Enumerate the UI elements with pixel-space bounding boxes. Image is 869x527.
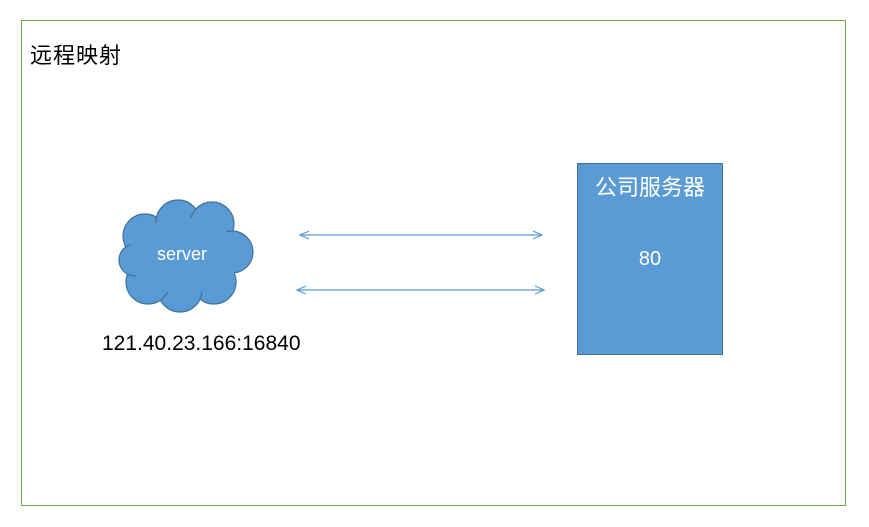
company-server-port: 80	[638, 248, 662, 270]
server-address: 121.40.23.166:16840	[102, 332, 301, 355]
company-server-title: 公司服务器	[594, 176, 705, 201]
diagram-frame	[21, 20, 846, 506]
cloud-icon	[118, 199, 254, 313]
cloud-label: server	[156, 244, 207, 264]
company-server-box: 公司服务器 80	[577, 163, 723, 355]
diagram-title: 远程映射	[30, 44, 123, 69]
